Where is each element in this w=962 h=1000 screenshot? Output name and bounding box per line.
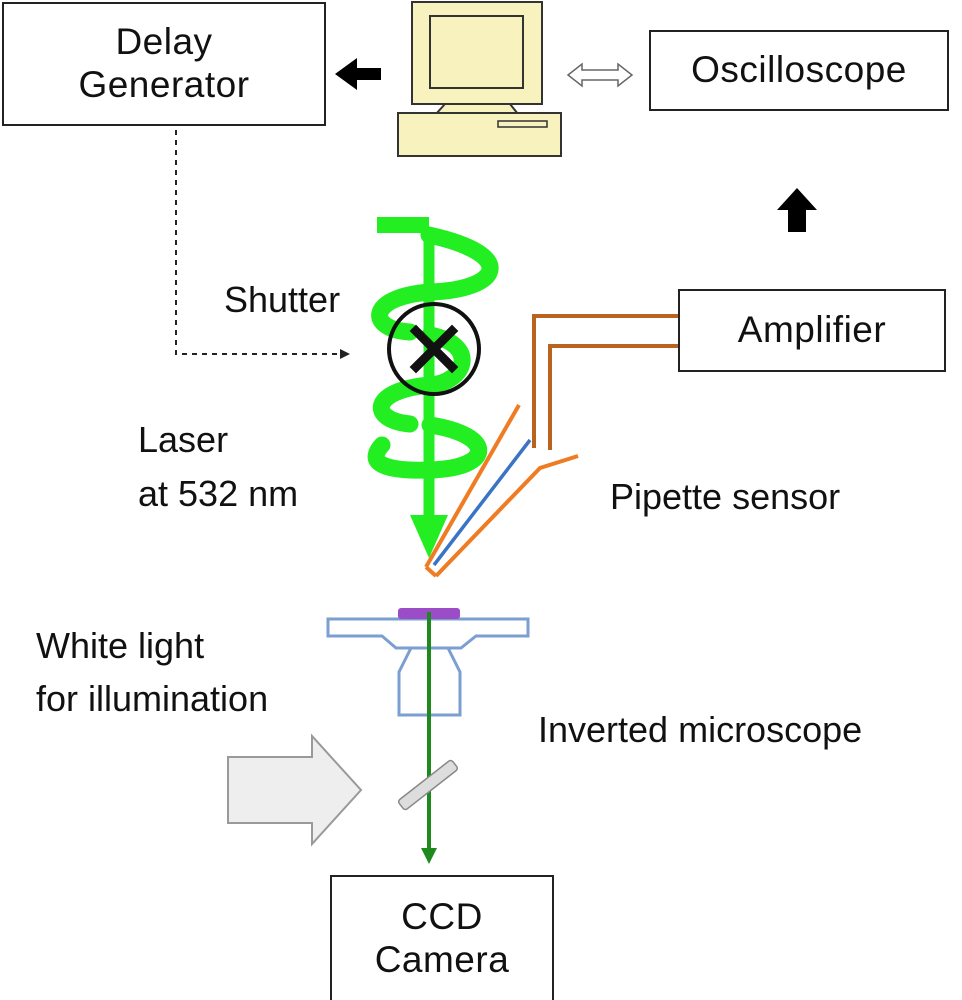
pipette-sensor-label: Pipette sensor <box>610 476 841 517</box>
laser-beam <box>367 217 499 558</box>
white-light-label-line2: for illumination <box>36 678 269 719</box>
ccd-camera-line2: Camera <box>374 938 510 980</box>
white-light-label-line1: White light <box>36 625 205 666</box>
delay-generator-box: Delay Generator <box>2 2 326 126</box>
amplifier-label: Amplifier <box>737 309 887 351</box>
amplifier-wires <box>532 314 680 450</box>
imaging-beam <box>421 612 437 864</box>
amplifier-box: Amplifier <box>678 289 946 372</box>
ccd-camera-box: CCD Camera <box>330 875 554 1000</box>
computer-icon <box>397 1 562 157</box>
pipette-sensor <box>424 404 579 578</box>
inverted-microscope-label: Inverted microscope <box>538 709 863 750</box>
shutter-x-icon <box>387 302 481 396</box>
amplifier-to-oscilloscope-arrow <box>777 188 817 232</box>
delay-generator-line1: Delay <box>115 21 213 63</box>
ccd-camera-line1: CCD <box>401 895 483 937</box>
laser-label-line2: at 532 nm <box>138 473 299 514</box>
computer-oscilloscope-double-arrow <box>566 62 634 88</box>
trigger-dashed-line <box>175 130 350 359</box>
computer-to-delay-arrow <box>335 58 381 90</box>
oscilloscope-box: Oscilloscope <box>649 30 949 111</box>
white-light-arrow <box>227 733 363 847</box>
laser-label-line1: Laser <box>138 419 229 460</box>
delay-generator-line2: Generator <box>78 64 250 105</box>
oscilloscope-label: Oscilloscope <box>691 49 907 91</box>
dichroic-mirror <box>397 759 459 811</box>
shutter-label: Shutter <box>224 279 341 320</box>
